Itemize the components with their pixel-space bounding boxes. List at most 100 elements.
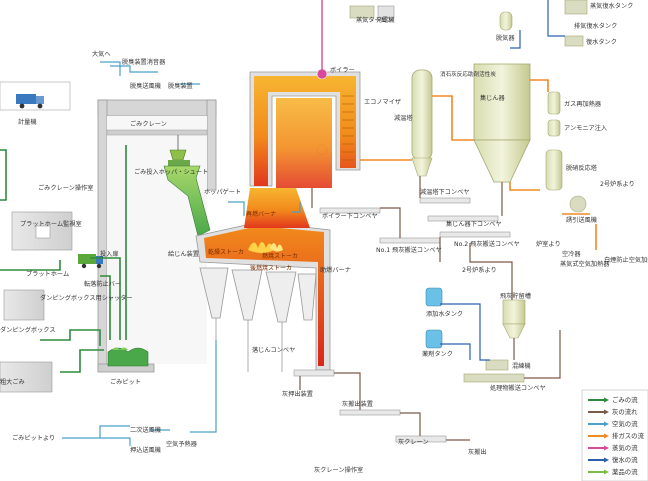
label-steam-turbine: 蒸気タービン [356, 16, 393, 24]
legend-label: 灰の流れ [612, 407, 638, 416]
hopper-chute [163, 165, 211, 237]
label-secondary-air-fan: 二次送風機 [130, 426, 161, 434]
label-no2-fly-ash-conveyor: No.2 飛灰搬送コンベヤ [454, 240, 520, 248]
label-drying-stoker: 乾燥ストーカ [208, 248, 244, 256]
label-hopper-chute: ごみ投入ホッパ・シュート [134, 168, 208, 176]
label-steam-air-heater: 蒸気式空気加熱器 [560, 260, 610, 268]
label-bulky-waste: 粗大ごみ [0, 378, 25, 386]
label-deodorizer: 脱臭装置 [168, 82, 193, 90]
crane-grab [168, 135, 190, 166]
garbage-truck-icon [78, 254, 103, 269]
legend-label: 蒸気の流 [612, 443, 638, 452]
boiler [249, 68, 361, 188]
label-combustion-stoker: 燃焼ストーカ [262, 252, 298, 260]
truck-icon [16, 94, 44, 109]
label-ash-crane-room: 灰クレーン操作室 [314, 466, 363, 474]
legend-arrow-icon [604, 409, 609, 415]
condensate-flow-lines [440, 0, 565, 361]
additive-tank [425, 287, 443, 307]
label-dumping-box: ダンピングボックス [0, 326, 56, 334]
label-deodorizer-muffler: 脱臭装置消音器 [122, 58, 166, 66]
label-denitration-tower: 脱硝反応塔 [566, 164, 598, 172]
legend-label: 排ガスの流 [612, 431, 645, 440]
temperature-reduction-tower [411, 69, 433, 177]
label-condensate-tank: 復水タンク [586, 38, 617, 46]
label-chemical-tank: 薬剤タンク [422, 350, 453, 358]
label-generator: 発電機 [376, 16, 395, 24]
label-platform-monitor-room: プラットホーム監視室 [20, 220, 82, 228]
label-forced-draft-fan: 押込送風機 [130, 446, 161, 454]
furnace [195, 188, 331, 371]
ash-flow-lines [299, 176, 561, 441]
label-steam-water-tank: 蒸気復水タンク [590, 2, 633, 10]
fly-ash-silo [502, 299, 526, 339]
label-air-conditioner: 空冷器 [562, 250, 581, 258]
label-deodorizer-fan: 脱臭送風機 [130, 82, 161, 90]
legend-arrow-icon [604, 433, 609, 439]
label-slaked-lime: 消石灰反応助剤活性炭 [440, 70, 496, 78]
ash-hoppers [199, 267, 317, 372]
label-refuse-pit: ごみピット [110, 378, 141, 386]
exhaust-flow-lines [360, 79, 597, 250]
label-kneader: 混練機 [512, 362, 531, 370]
label-white-smoke-prevention: 白煙防止空気加熱器 [604, 256, 648, 264]
label-gas-reheater: ガス再加熱器 [564, 100, 602, 108]
label-from-refuse-pit: ごみピットより [12, 434, 55, 442]
legend-label: ごみの流 [612, 395, 638, 404]
label-ash-drop-conveyor: 落じんコンベヤ [252, 346, 295, 354]
label-reduction-tower-lower-conveyor: 減温塔下コンベヤ [420, 188, 470, 196]
legend-arrow-icon [604, 397, 609, 403]
refuse-building [97, 99, 217, 373]
label-no1-fly-ash-conveyor: No.1 飛灰搬送コンベヤ [376, 246, 442, 254]
legend-label: 薬品の流 [612, 467, 638, 476]
label-ammonia-injection: アンモニア注入 [564, 124, 607, 132]
label-air-preheater: 空気予熱器 [166, 440, 198, 448]
label-fly-ash-silo: 飛灰貯留槽 [500, 292, 531, 300]
label-exhaust-condenser: 排気復水タンク [574, 22, 617, 30]
dust-collector [473, 63, 531, 183]
label-dust-collector: 集じん器 [480, 94, 506, 102]
label-from-furnace: 炉室より [536, 240, 561, 248]
label-treated-conveyor: 処理物搬送コンベヤ [490, 384, 546, 392]
gas-treatment-train [545, 91, 587, 213]
chemical-tank [425, 329, 443, 349]
label-boiler: ボイラー [330, 66, 355, 74]
refuse-flow-lines [0, 145, 127, 373]
label-from-no2-furnace: 2号炉系より [462, 266, 497, 274]
label-after-combustion-stoker: 後燃焼ストーカ [250, 264, 292, 272]
legend-label: 空気の流 [612, 419, 638, 428]
legend-arrow-icon [604, 469, 609, 475]
legend-label: 復水の流 [612, 455, 638, 464]
label-induced-draft-fan: 誘引送風機 [566, 216, 597, 224]
label-dust-collector-lower-conveyor: 集じん器下コンベヤ [446, 220, 502, 228]
label-economizer: エコノマイザ [364, 99, 401, 106]
label-deaerator: 脱気器 [496, 34, 515, 42]
label-to-atmosphere: 大気へ [92, 50, 111, 58]
label-hopper-gate: ホッパゲート [204, 188, 241, 196]
label-temperature-reduction-tower: 減温塔 [394, 114, 413, 122]
air-flow-lines [62, 61, 301, 446]
label-fall-prevention-bar: 転落防止バー [84, 280, 121, 288]
label-platform: プラットホーム [26, 271, 69, 278]
legend-arrow-icon [604, 445, 609, 451]
label-auxiliary-burner: 助燃バーナ [320, 266, 351, 274]
label-loading-door: 投入扉 [100, 250, 119, 258]
label-ash-carry-out: 灰搬出 [468, 448, 487, 456]
label-boiler-lower-conveyor: ボイラー下コンベヤ [322, 212, 378, 220]
platform-building [0, 81, 73, 393]
steam-turbine [349, 0, 588, 47]
label-recombustion-burner: 再燃バーナ [246, 210, 276, 218]
label-from-no2-furnace-gas: 2号炉系より [600, 180, 635, 188]
label-scale: 計量機 [18, 118, 37, 126]
label-ash-conveyor: 灰搬出装置 [342, 400, 373, 408]
label-ash-extractor: 灰押出装置 [282, 390, 313, 398]
legend-arrow-icon [604, 421, 609, 427]
label-additive-tank: 添加水タンク [426, 310, 463, 318]
label-refuse-crane: ごみクレーン [130, 120, 167, 128]
label-ash-crane: 灰クレーン [398, 438, 429, 446]
label-feeder: 給じん装置 [168, 250, 199, 258]
